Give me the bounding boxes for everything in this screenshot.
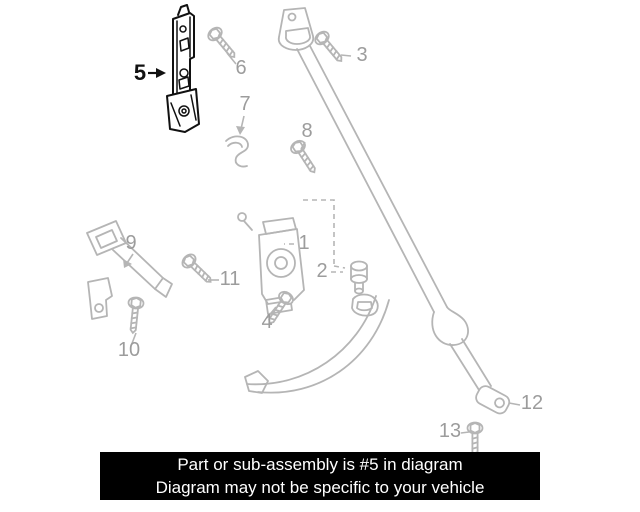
callout-5: 5	[134, 60, 146, 85]
belt-anchor-plate	[475, 385, 511, 415]
webbing-clip	[225, 135, 249, 168]
shoulder-belt-webbing	[296, 45, 492, 391]
dashed-reference-lines	[284, 199, 346, 273]
arrowhead-7	[236, 126, 245, 135]
shoulder-bolt	[350, 260, 379, 317]
lap-belt-arc	[244, 295, 390, 394]
callout-6: 6	[235, 57, 246, 79]
caption-line-1: Part or sub-assembly is #5 in diagram	[177, 455, 463, 474]
callout-2: 2	[316, 260, 327, 282]
leader-lines	[126, 52, 521, 434]
bolt-11	[178, 250, 217, 289]
buckle-assembly	[86, 220, 173, 320]
caption-banner: Part or sub-assembly is #5 in diagram Di…	[100, 452, 540, 500]
retractor-assembly	[237, 212, 305, 315]
callout-1: 1	[298, 232, 309, 254]
callout-8: 8	[301, 120, 312, 142]
caption-line-2: Diagram may not be specific to your vehi…	[155, 478, 485, 497]
arrowhead-9	[123, 259, 132, 268]
callout-13: 13	[439, 420, 461, 442]
callout-7: 7	[239, 93, 250, 115]
callout-12: 12	[521, 392, 543, 414]
callout-10: 10	[118, 339, 140, 361]
callout-11: 11	[220, 268, 241, 290]
bolt-10	[124, 295, 145, 335]
callout-3: 3	[356, 44, 367, 66]
callout-5-arrow	[148, 68, 166, 78]
highlighted-part-5	[166, 4, 200, 133]
belt-guide-loop	[277, 7, 315, 51]
callout-9: 9	[125, 232, 136, 254]
callout-4: 4	[261, 311, 272, 333]
